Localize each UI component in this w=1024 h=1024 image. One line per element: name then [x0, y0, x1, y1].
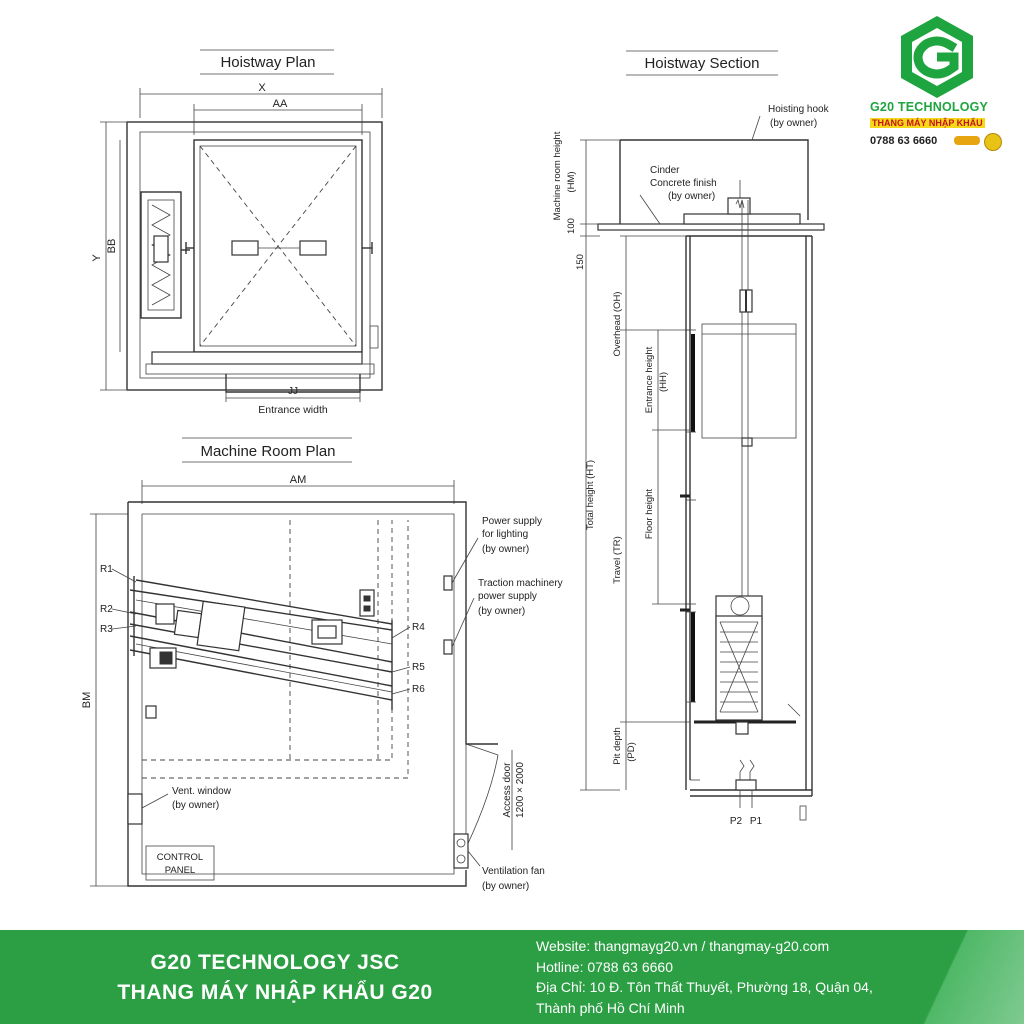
dim-jj: JJ [288, 386, 298, 397]
hoistway-plan: Hoistway Plan X AA Y BB [91, 49, 383, 416]
vent-window-label: Vent. window [172, 786, 232, 797]
power-lighting-line1: Power supply [482, 516, 542, 527]
ventilation-fan-label: Ventilation fan [482, 866, 545, 877]
control-panel-line1: CONTROL [157, 852, 203, 863]
footer-website[interactable]: Website: thangmayg20.vn / thangmay-g20.c… [536, 938, 830, 954]
hotline-badge-icon [954, 136, 980, 145]
hoisting-hook-owner: (by owner) [770, 118, 817, 129]
machine-room-height-label: Machine room height [552, 131, 563, 220]
pit-depth-code: (PD) [626, 742, 637, 762]
travel-label: Travel (TR) [612, 536, 623, 584]
footer-hotline[interactable]: Hotline: 0788 63 6660 [536, 958, 673, 975]
concrete-finish-label: Concrete finish [650, 178, 717, 189]
footer-company: G20 TECHNOLOGY JSC THANG MÁY NHẬP KHẨU G… [40, 948, 510, 1008]
g20-logo: G20 TECHNOLOGY THANG MÁY NHẬP KHẨU 0788 … [862, 14, 1012, 154]
footer-address-line1: Địa Chỉ: 10 Đ. Tôn Thất Thuyết, Phường 1… [536, 979, 873, 995]
machine-room-plan-title: Machine Room Plan [200, 443, 335, 460]
entrance-width-label: Entrance width [258, 404, 328, 416]
dim-x: X [258, 82, 266, 94]
footer-address-line2: Thành phố Hồ Chí Minh [536, 999, 685, 1016]
hotline-24h-icon [984, 133, 1002, 151]
footer-accent-stripe [884, 930, 1024, 1024]
hoistway-section: Hoistway Section Hoisting hook (by owner… [552, 50, 830, 827]
rope-label-r6: R6 [412, 684, 425, 695]
entrance-height-code: (HH) [658, 372, 669, 392]
hoisting-hook-label: Hoisting hook [768, 104, 830, 115]
footer-company-line2: THANG MÁY NHẬP KHẨU G20 [117, 981, 433, 1004]
rope-label-r5: R5 [412, 662, 425, 673]
access-door-label: Access door [502, 762, 513, 818]
cinder-label: Cinder [650, 165, 680, 176]
dim-bb: BB [106, 239, 118, 254]
logo-subtitle: THANG MÁY NHẬP KHẨU [870, 118, 985, 128]
dim-bm: BM [81, 692, 93, 709]
hoistway-section-title: Hoistway Section [644, 55, 759, 72]
power-traction-owner: (by owner) [478, 606, 525, 617]
pit-depth-label: Pit depth [612, 727, 623, 765]
traction-machine [129, 576, 393, 710]
floor-height-label: Floor height [644, 489, 655, 540]
cinder-owner: (by owner) [668, 191, 715, 202]
overhead-label: Overhead (OH) [612, 292, 623, 357]
dim-100: 100 [566, 218, 577, 234]
hoistway-plan-title: Hoistway Plan [220, 54, 315, 71]
elevator-technical-drawing: Hoistway Plan X AA Y BB [81, 49, 830, 892]
footer-banner: G20 TECHNOLOGY JSC THANG MÁY NHẬP KHẨU G… [0, 930, 1024, 1024]
power-lighting-owner: (by owner) [482, 544, 529, 555]
total-height-label: Total height (HT) [585, 460, 596, 530]
access-door-size: 1200 × 2000 [515, 762, 526, 818]
buffer-p2-label: P2 [730, 816, 743, 827]
vent-window-owner: (by owner) [172, 800, 219, 811]
rope-label-r2: R2 [100, 604, 113, 615]
dim-am: AM [290, 474, 307, 486]
machine-room-height-code: (HM) [566, 171, 577, 192]
buffer-p1-label: P1 [750, 816, 763, 827]
logo-phone: 0788 63 6660 [870, 135, 938, 147]
entrance-height-label: Entrance height [644, 346, 655, 413]
g20-hexagon-logo-icon [901, 16, 973, 98]
power-traction-line2: power supply [478, 591, 537, 602]
dim-y: Y [91, 254, 103, 262]
machine-room-plan: Machine Room Plan AM BM Access door 1200… [81, 437, 563, 892]
rope-label-r3: R3 [100, 624, 113, 635]
logo-company-name: G20 TECHNOLOGY [870, 100, 989, 114]
dim-150: 150 [575, 254, 586, 270]
rope-label-r4: R4 [412, 622, 425, 633]
footer-company-line1: G20 TECHNOLOGY JSC [150, 951, 400, 974]
power-traction-line1: Traction machinery [478, 578, 563, 589]
control-panel-line2: PANEL [165, 865, 195, 876]
rope-label-r1: R1 [100, 564, 113, 575]
dim-aa: AA [273, 98, 288, 110]
power-lighting-line2: for lighting [482, 529, 528, 540]
ventilation-fan-owner: (by owner) [482, 881, 529, 892]
footer-contact-info: Website: thangmayg20.vn / thangmay-g20.c… [536, 936, 873, 1018]
